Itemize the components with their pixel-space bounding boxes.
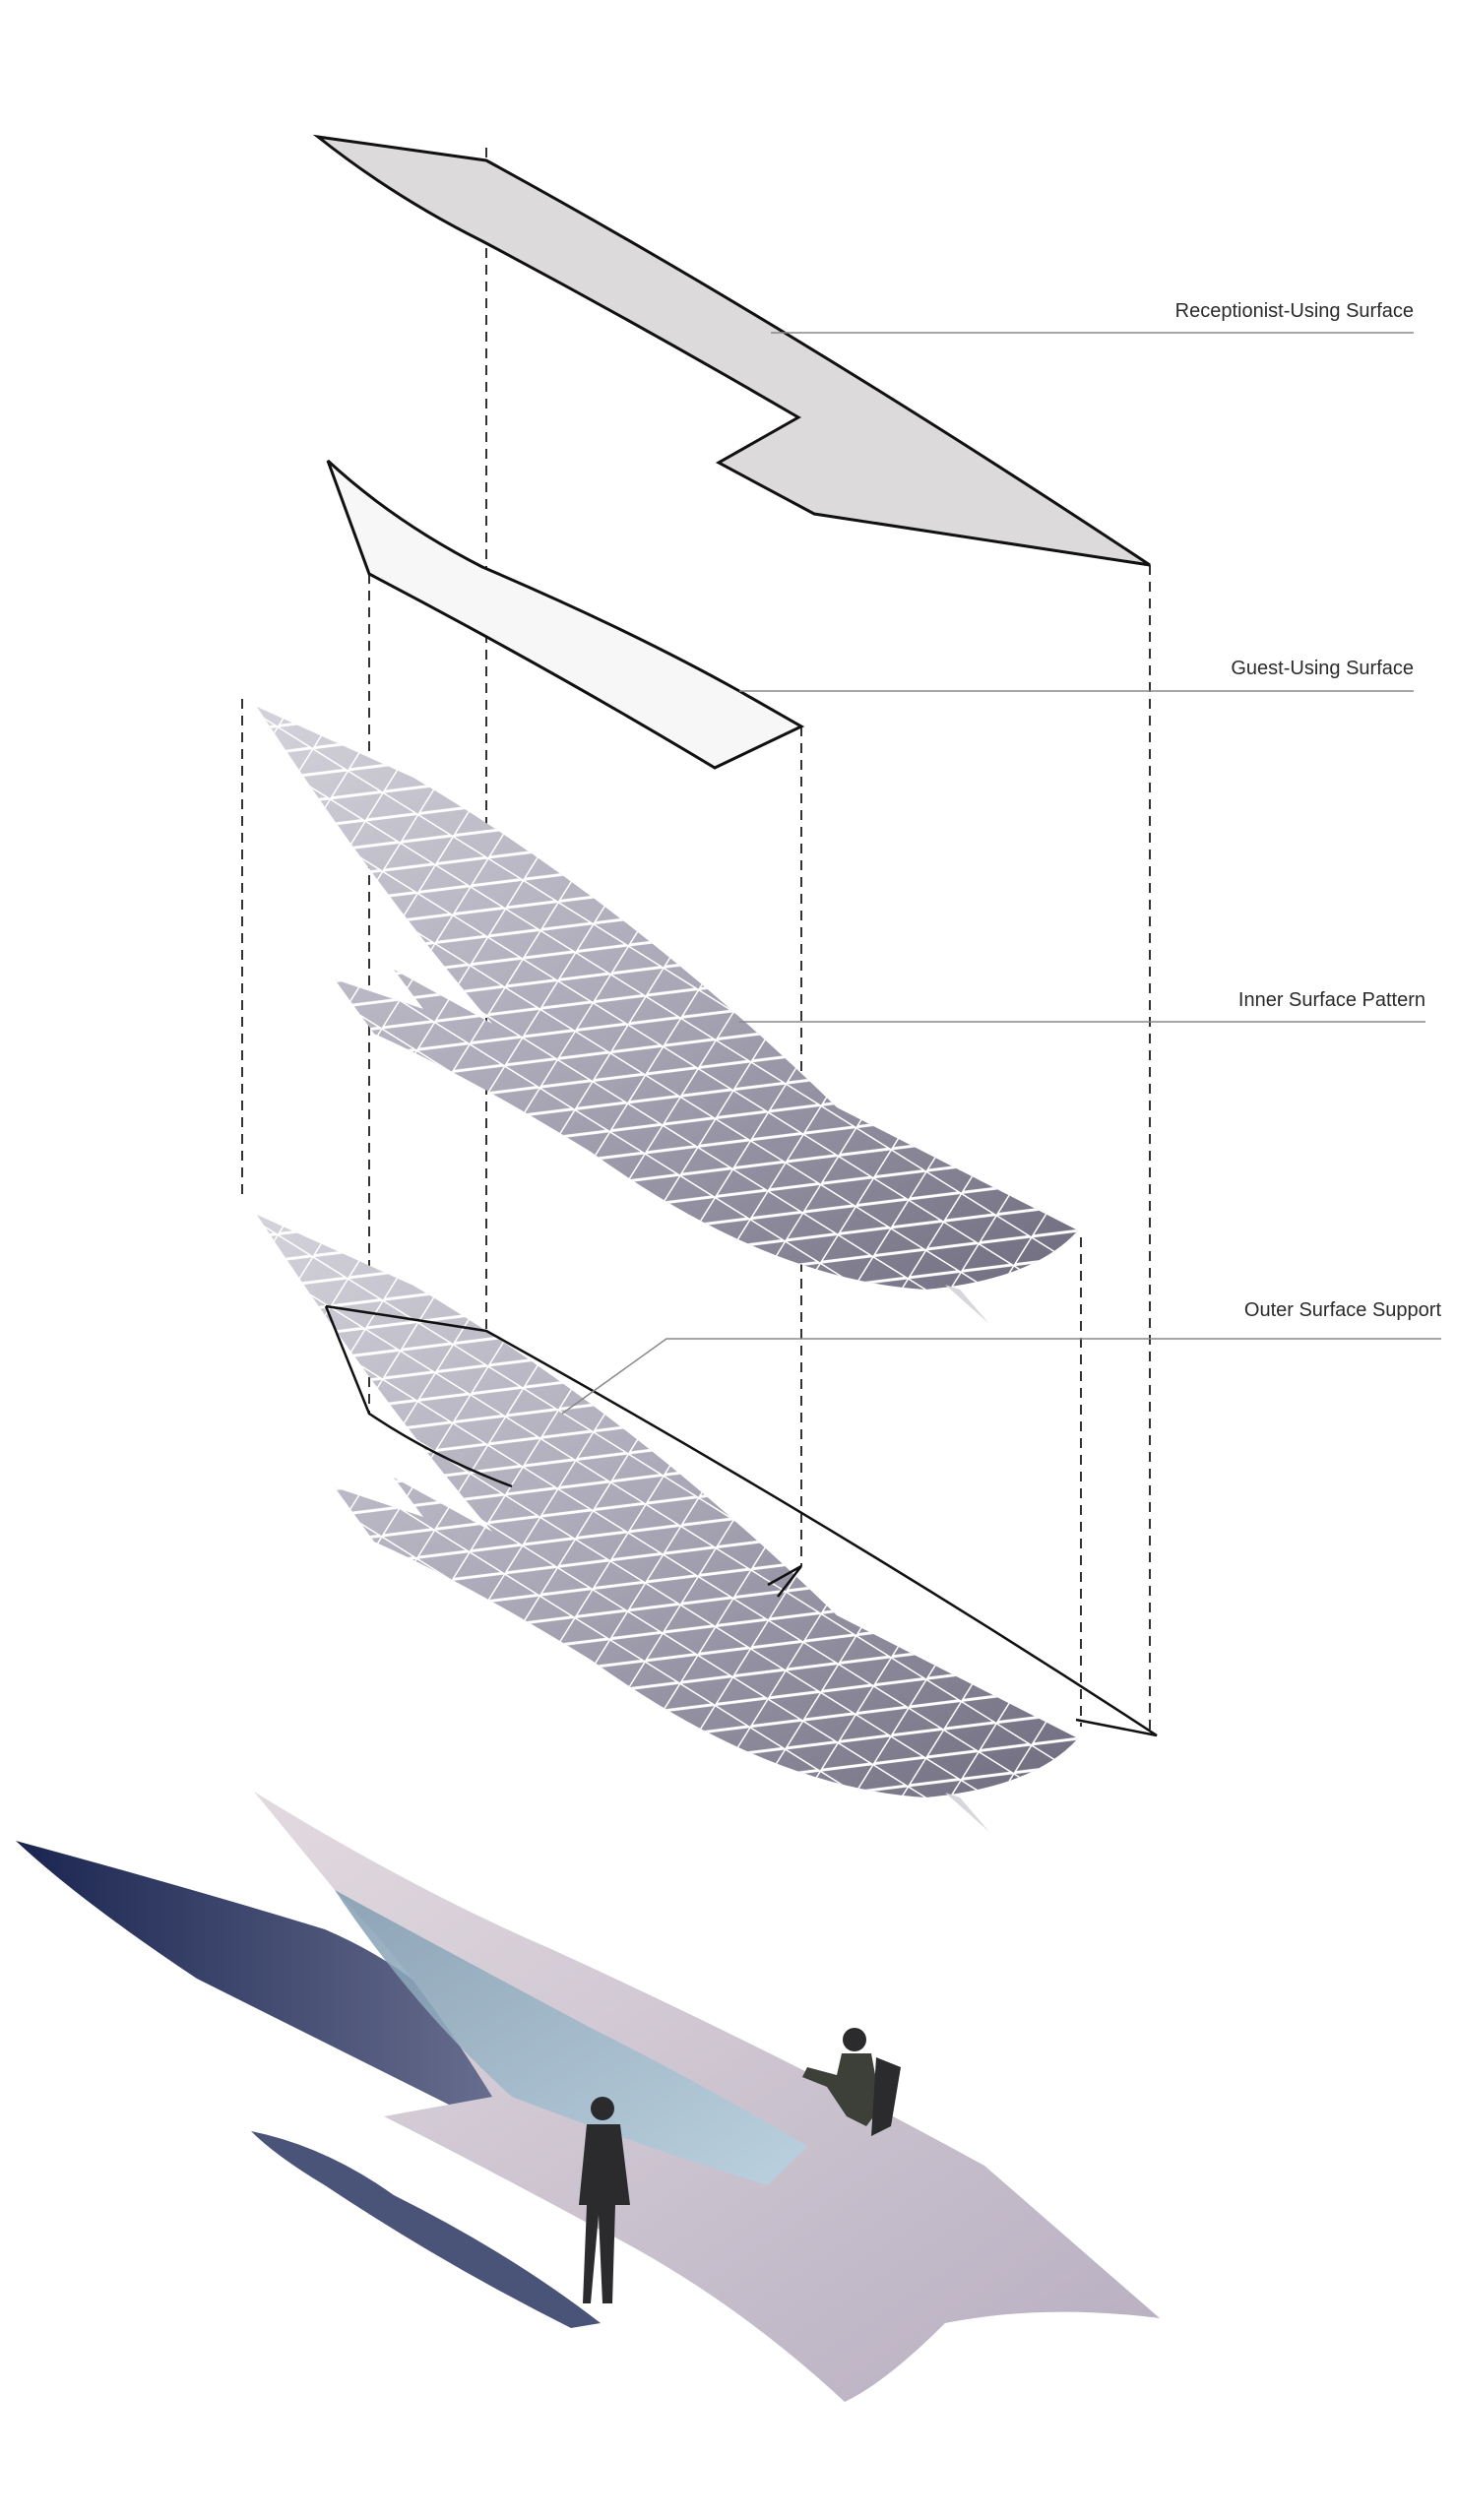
guest-surface-label: Guest-Using Surface	[1231, 658, 1414, 679]
outer-surface-support	[257, 1215, 1078, 1832]
outer-support-label: Outer Surface Support	[1243, 1299, 1441, 1321]
receptionist-using-surface	[312, 134, 1151, 567]
inner-pattern-label: Inner Surface Pattern	[1237, 989, 1425, 1011]
glass-pattern	[335, 1890, 807, 2185]
cast-shadow	[16, 1841, 512, 2116]
rendered-reception-desk	[16, 1792, 1160, 2402]
outer-leader	[561, 1338, 1441, 1415]
outer-support-outline	[324, 1304, 1158, 1737]
cast-shadow	[251, 2131, 601, 2328]
person-standing	[579, 2097, 630, 2303]
person-seated	[802, 2028, 901, 2136]
guest-using-surface	[326, 459, 805, 770]
receptionist-surface-label: Receptionist-Using Surface	[1174, 300, 1414, 322]
inner-surface-pattern	[257, 707, 1078, 1324]
